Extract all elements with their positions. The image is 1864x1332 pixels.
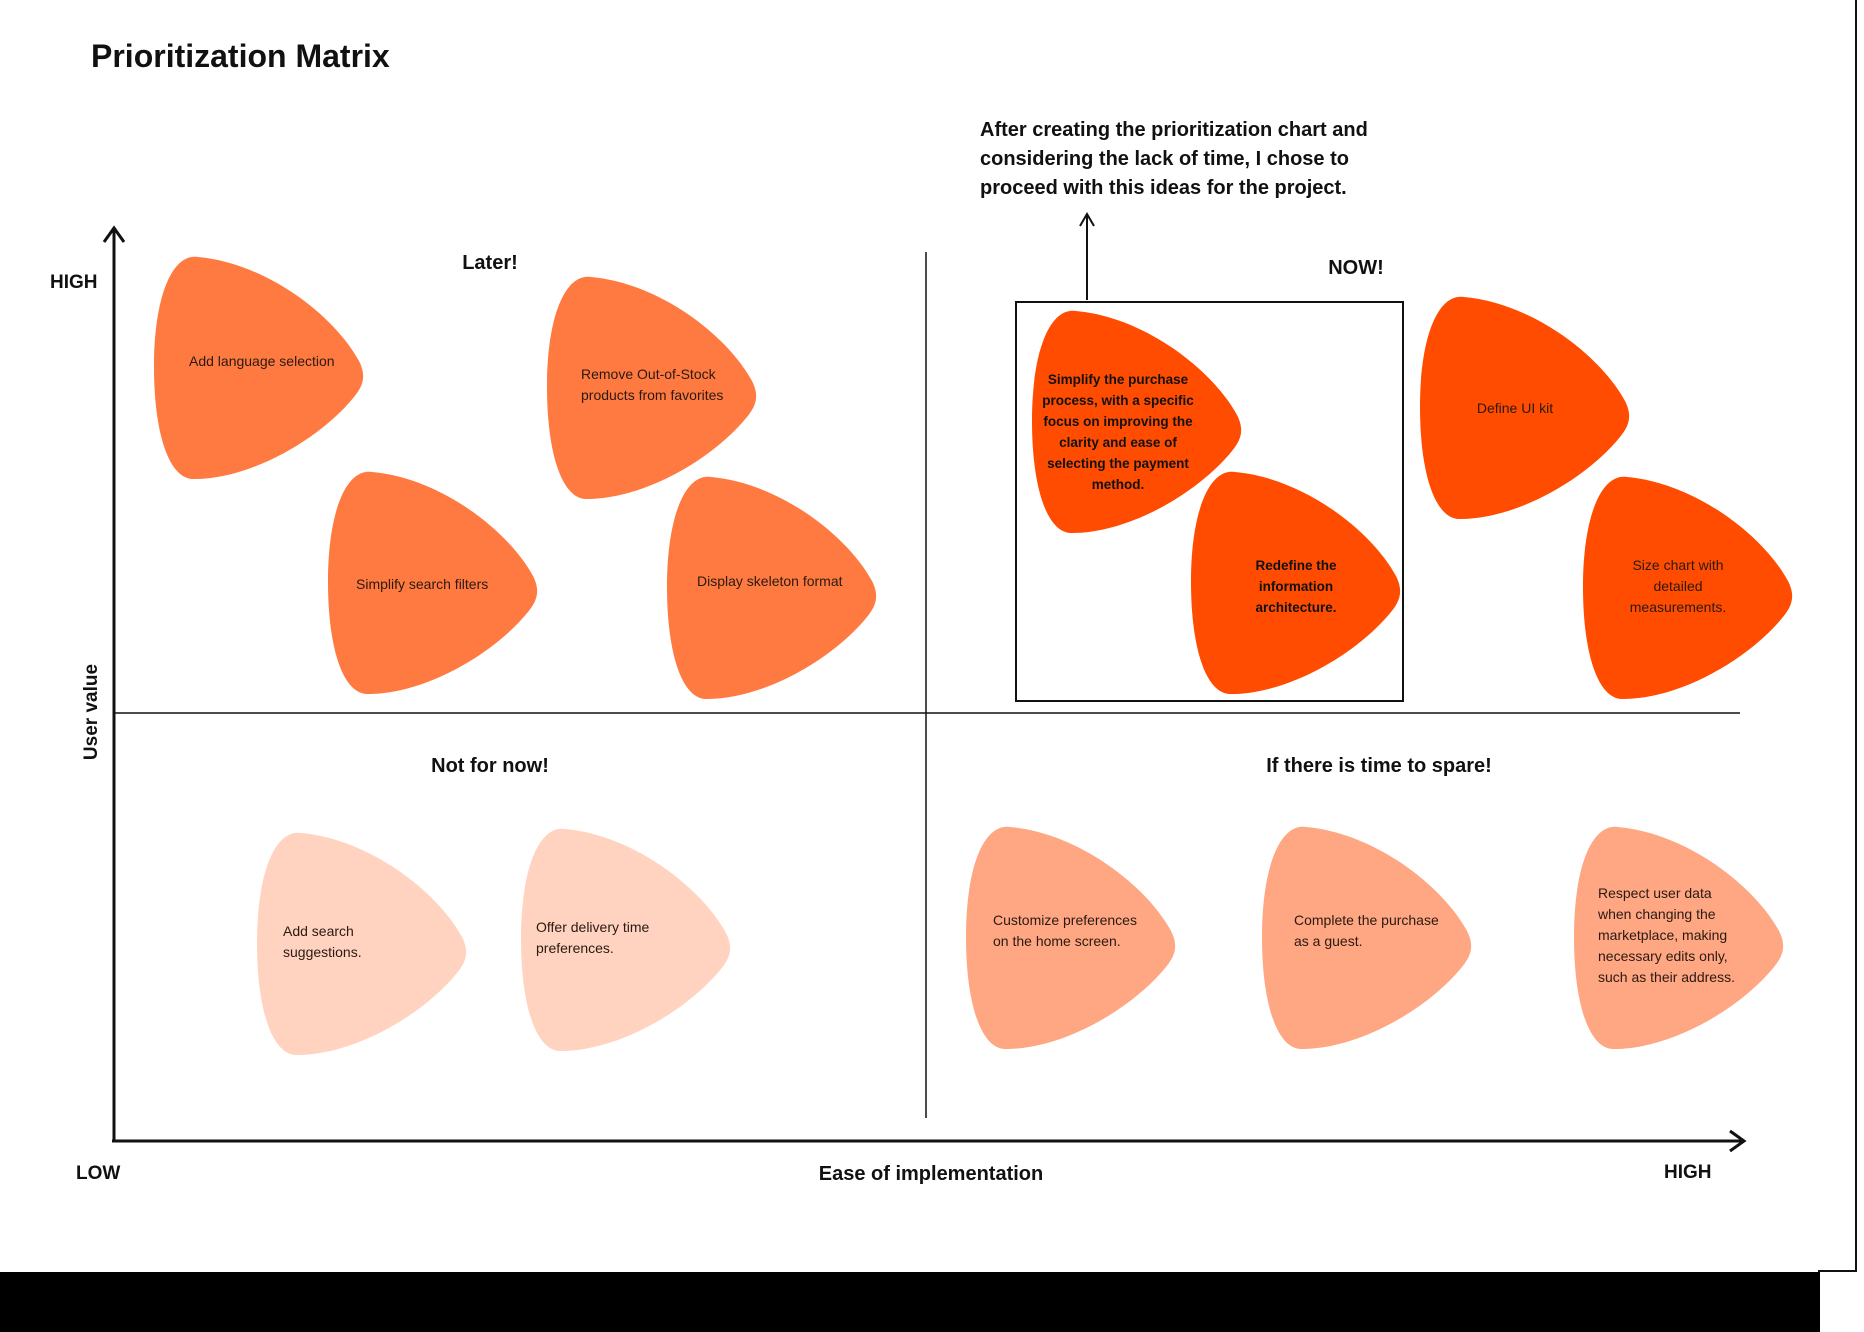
idea-label: Customize preferences on the home screen… [993,912,1137,949]
spare-shape [1262,826,1472,1050]
idea-add-language: Add language selection [154,255,364,483]
idea-label: Add search suggestions. [283,923,362,960]
idea-label: Size chart with detailed measurements. [1629,557,1727,615]
idea-label: Respect user data when changing the mark… [1598,885,1735,985]
page-frame-right-edge [1855,0,1857,1272]
idea-simplify-search-filters: Simplify search filters [328,470,538,698]
quadrant-title-now: NOW! [1328,257,1384,279]
quadrant-title-spare: If there is time to spare! [1266,755,1492,777]
page-frame-bottom-edge [1818,1270,1857,1272]
later-shape [667,476,877,700]
now-shape [1583,476,1793,700]
spare-shape [1574,826,1784,1050]
bottom-bar [0,1272,1820,1332]
note-arrow-head [1079,212,1095,227]
idea-label: Display skeleton format [697,573,843,589]
idea-label: Add language selection [189,353,335,369]
idea-delivery-time: Offer delivery time preferences. [521,827,731,1055]
idea-label: Complete the purchase as a guest. [1294,912,1439,949]
quadrant-title-not-now: Not for now! [431,755,549,777]
y-axis-high-label: HIGH [50,272,98,293]
decision-note: After creating the prioritization chart … [980,119,1368,199]
idea-simplify-purchase: Simplify the purchase process, with a sp… [1032,309,1242,537]
not-now-shape [257,832,467,1056]
x-axis-low-label: LOW [76,1163,121,1184]
now-shape [1032,310,1242,534]
idea-search-suggestions: Add search suggestions. [257,831,467,1059]
x-axis-title: Ease of implementation [818,1163,1044,1185]
idea-display-skeleton: Display skeleton format [667,475,877,703]
idea-size-chart: Size chart with detailed measurements. [1583,475,1793,703]
idea-label: Redefine the information architecture. [1255,558,1337,615]
now-shape [1191,471,1401,695]
x-axis-arrow [1729,1129,1747,1153]
quadrant-title-later: Later! [462,252,518,274]
y-axis-arrow [102,225,126,243]
idea-redefine-architecture: Redefine the information architecture. [1191,470,1401,698]
idea-label: Define UI kit [1476,400,1554,416]
idea-label: Offer delivery time preferences. [536,919,650,956]
later-shape [154,256,364,480]
now-shape [1420,296,1630,520]
idea-remove-out-of-stock: Remove Out-of-Stock products from favori… [547,275,757,503]
idea-define-ui-kit: Define UI kit [1420,295,1630,523]
idea-guest-purchase: Complete the purchase as a guest. [1262,825,1472,1053]
y-axis-title: User value [81,663,102,761]
idea-label: Simplify search filters [356,576,489,592]
not-now-shape [521,828,731,1052]
selected-ideas-box [1015,301,1404,702]
x-axis-high-label: HIGH [1664,1162,1712,1183]
idea-label: Simplify the purchase process, with a sp… [1042,372,1194,492]
later-shape [547,276,757,500]
later-shape [328,471,538,695]
idea-label: Remove Out-of-Stock products from favori… [581,366,724,403]
spare-shape [966,826,1176,1050]
page-title: Prioritization Matrix [91,38,390,74]
idea-customize-home: Customize preferences on the home screen… [966,825,1176,1053]
idea-respect-user-data: Respect user data when changing the mark… [1574,825,1784,1053]
